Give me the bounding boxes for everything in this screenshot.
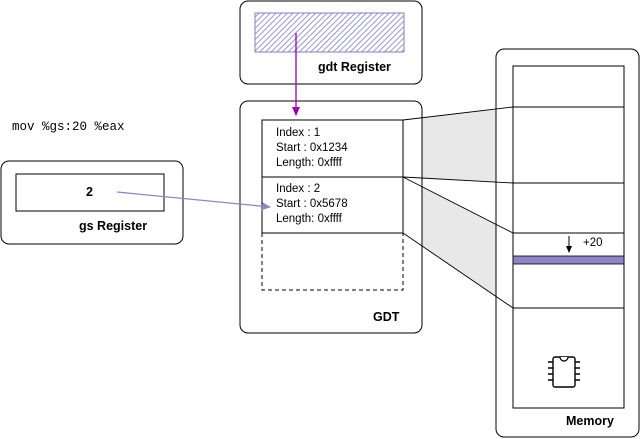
memory-target-highlight (512, 255, 625, 265)
gdt-register-label: gdt Register (318, 60, 391, 74)
gdt-entry-2 (261, 176, 404, 234)
segment-2-mapping (403, 177, 513, 308)
memory-chip-icon (548, 356, 580, 388)
gdt-entry-1-length: Length: 0xffff (276, 157, 343, 169)
memory-offset-label: +20 (583, 237, 603, 249)
segment-1-mapping (403, 107, 513, 183)
instruction-text: mov %gs:20 %eax (12, 120, 125, 134)
gdt-entry-2-index: Index : 2 (276, 183, 320, 195)
memory-label: Memory (566, 414, 614, 428)
gdt-entry-2-length: Length: 0xffff (276, 213, 343, 225)
gdt-label: GDT (373, 310, 400, 324)
gs-selector-arrow (116, 191, 271, 211)
gs-register-label: gs Register (79, 219, 147, 233)
gs-register-value: 2 (86, 185, 93, 199)
gdt-empty-entry (261, 233, 404, 291)
gdt-entry-1-start: Start : 0x1234 (276, 142, 348, 154)
mapping-lines (402, 106, 514, 309)
gdt-entry-2-start: Start : 0x5678 (276, 198, 348, 210)
gdt-entry-1-index: Index : 1 (276, 127, 320, 139)
gdt-register-value-hatched (254, 12, 405, 53)
gs-register-value-box (15, 173, 165, 212)
